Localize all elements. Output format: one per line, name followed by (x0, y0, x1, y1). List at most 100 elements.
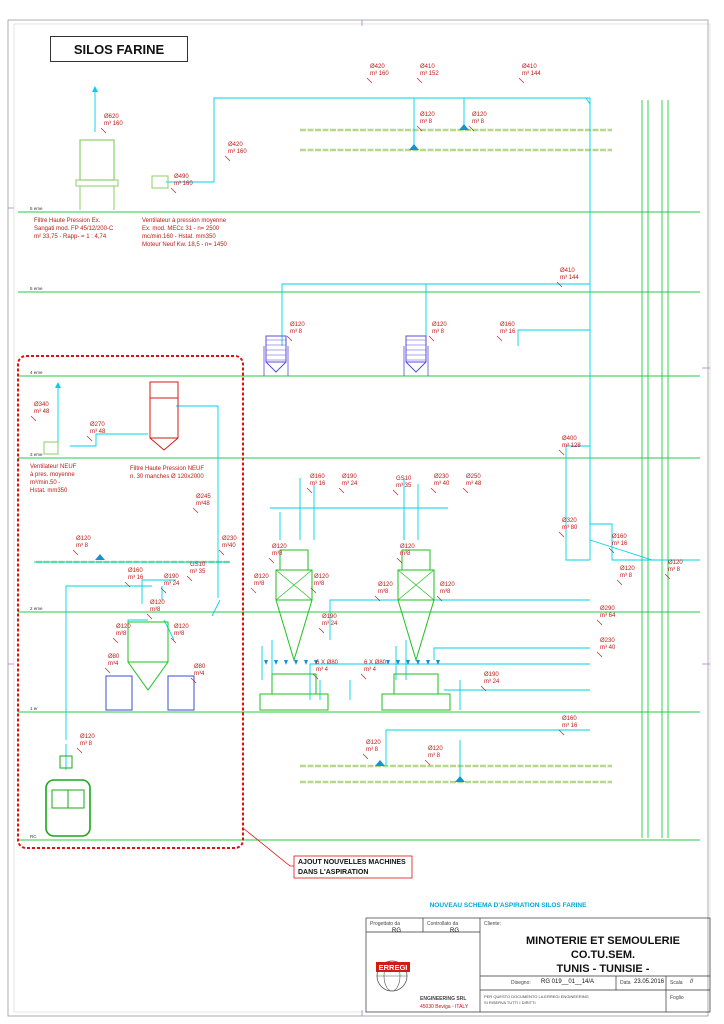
pipe-network (34, 86, 700, 782)
dim-leader (392, 489, 399, 496)
fan-top-desc-3: mc/min.160 - Hstat. mm350 (142, 234, 216, 240)
equipment-descriptions: Filtre Haute Pression Ex. Sangati mod. F… (30, 218, 228, 494)
pipe-diameter: Ø420 (228, 142, 243, 148)
company-name: ENGINEERING SRL (420, 996, 467, 1002)
dim-leader (416, 125, 423, 132)
pipe-diameter: Ø120 (314, 574, 329, 580)
pipe-flow: m³4 (194, 671, 205, 677)
pipe-diameter: GS10 (396, 476, 412, 482)
sifter-body (275, 569, 313, 601)
pipe-diameter: Ø230 (222, 536, 237, 542)
packing-machine (271, 673, 317, 695)
dim-leader (480, 685, 487, 692)
annotation-line-2: DANS L'ASPIRATION (298, 869, 368, 876)
dim-leader (428, 335, 435, 342)
exhaust-arrow (92, 86, 98, 92)
dim-leader (436, 595, 443, 602)
fan-top-desc-4: Moteur Neuf Kw. 18,5 - n= 1450 (142, 242, 228, 248)
pipe-flow: m³8 (174, 631, 185, 637)
client-label: Cliente: (484, 921, 501, 927)
pipe-diameter: 6 X Ø80 (364, 660, 387, 666)
pipe-diameter: Ø290 (600, 606, 615, 612)
pickup-hood (455, 776, 465, 782)
pipe-diameter: Ø80 (194, 664, 206, 670)
dim-leader (124, 581, 131, 588)
filter-top-desc-1: Filtre Haute Pression Ex. (34, 218, 101, 224)
pipe-diameter: Ø120 (290, 322, 305, 328)
suction-point (436, 660, 440, 665)
pipe-flow: m³8 (378, 589, 389, 595)
bagging-unit-left (105, 675, 133, 711)
pipe-diameter: Ø270 (90, 422, 105, 428)
pipe-flow: m³ 8 (472, 119, 485, 125)
sifter-body (397, 569, 435, 601)
pipe-diameter: Ø230 (600, 638, 615, 644)
pipe-flow: m³ 40 (434, 481, 450, 487)
pipe-flow: m³48 (196, 501, 210, 507)
fan-top-desc-1: Ventilateur à pression moyenne (142, 218, 227, 224)
loading-spout (59, 755, 73, 769)
left-mixer (127, 621, 169, 663)
pipe-diameter: Ø120 (400, 544, 415, 550)
dim-leader (430, 487, 437, 494)
dim-leader (160, 587, 167, 594)
dim-leader (558, 729, 565, 736)
pickup-hood (409, 144, 419, 150)
suction-point (386, 660, 390, 665)
dim-leader (86, 435, 93, 442)
pipe-flow: m³ 24 (484, 679, 500, 685)
pipe-diameter: Ø120 (254, 574, 269, 580)
aspiration-pipe (176, 405, 219, 598)
dim-leader (556, 281, 563, 288)
suction-point (304, 660, 308, 665)
pipe-diameter: Ø120 (428, 746, 443, 752)
dim-leader (424, 759, 431, 766)
pipe-flow: m³ 144 (560, 275, 579, 281)
pipe-diameter: GS10 (190, 562, 206, 568)
pipe-flow: m³ 24 (342, 481, 358, 487)
tanker-truck (45, 779, 91, 837)
pipe-diameter: Ø250 (466, 474, 481, 480)
pipe-flow: m³ 128 (562, 443, 581, 449)
filter-new-body (149, 397, 179, 439)
dim-leader (468, 125, 475, 132)
fan-top (151, 175, 169, 189)
dim-leader (596, 619, 603, 626)
suction-point (264, 660, 268, 665)
floor-label: 1 er (30, 706, 38, 711)
pipe-flow: m³ 4 (364, 667, 377, 673)
pipe-flow: m³ 8 (290, 329, 303, 335)
suction-point (294, 660, 298, 665)
pipe-diameter: Ø410 (522, 64, 537, 70)
pipe-diameter: Ø620 (104, 114, 119, 120)
checked-value: RG (450, 928, 459, 934)
dim-leader (218, 549, 225, 556)
client-name: MINOTERIE ET SEMOULERIE CO.TU.SEM. TUNIS… (498, 934, 708, 976)
suction-point (426, 660, 430, 665)
aspiration-pipe (385, 729, 590, 766)
pipe-flow: m³ 8 (76, 543, 89, 549)
designed-label: Progettato da (370, 921, 401, 927)
dim-leader (192, 507, 199, 514)
annotation-line-1: AJOUT NOUVELLES MACHINES (298, 859, 406, 866)
pipe-flow: m³ 80 (562, 525, 578, 531)
sifter-cross (275, 569, 313, 601)
dim-leader (30, 415, 37, 422)
flour-silo (265, 335, 287, 363)
pipe-flow: m³ 35 (190, 569, 206, 575)
pipe-diameter: Ø245 (196, 494, 211, 500)
aspiration-pipe (127, 619, 148, 640)
